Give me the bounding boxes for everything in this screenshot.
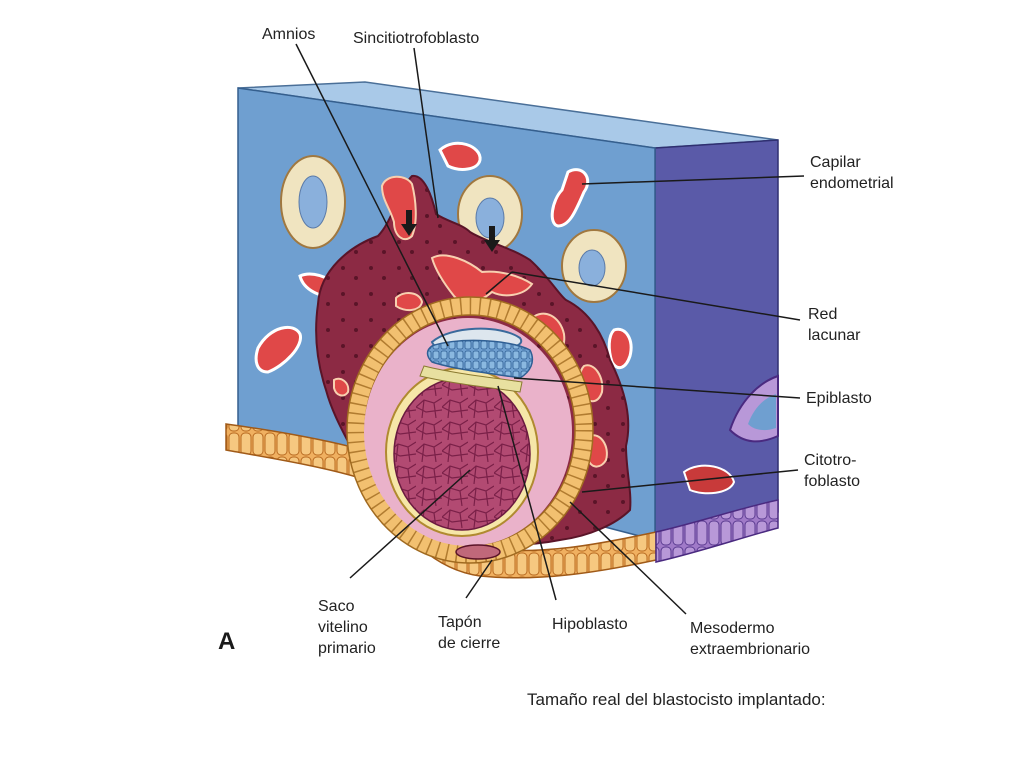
- leader-hipoblasto: [497, 385, 557, 601]
- gland-lumen: [298, 175, 328, 229]
- cytotrophoblast-cells: [347, 297, 593, 563]
- leader-citotrofoblasto: [581, 469, 799, 493]
- hypoblast: [419, 365, 523, 393]
- capillary: [254, 325, 302, 374]
- capillary: [550, 168, 590, 228]
- label-amnios: Amnios: [262, 26, 316, 43]
- lacuna: [395, 292, 424, 312]
- leader-saco-vitelino: [349, 469, 471, 579]
- capillary: [438, 141, 482, 171]
- lacuna: [430, 254, 534, 304]
- leader-mesodermo: [569, 501, 687, 615]
- leader-red-lacunar-1: [511, 271, 801, 321]
- leader-epiblasto: [513, 377, 801, 399]
- primary-yolk-sac: [393, 377, 531, 531]
- side-epithelium: [655, 499, 779, 563]
- arrow-icon: [484, 226, 500, 252]
- arrow-icon: [401, 210, 417, 236]
- leader-sincitiotrofoblasto: [413, 47, 439, 219]
- leader-amnios: [295, 43, 449, 347]
- label-hipoblasto: Hipoblasto: [552, 616, 628, 633]
- lacuna: [333, 377, 350, 397]
- gland-lumen: [578, 249, 606, 287]
- panel-letter: A: [218, 628, 236, 655]
- label-sincitiotrofoblasto: Sincitiotrofoblasto: [353, 30, 480, 47]
- label-citotrofoblasto: Citotro-foblasto: [804, 452, 861, 490]
- leader-capilar: [581, 175, 805, 185]
- leader-lines: [295, 43, 805, 615]
- gland-side-lumen: [748, 394, 776, 431]
- leader-tapon: [465, 559, 493, 599]
- capillary: [607, 327, 633, 370]
- caption: Tamaño real del blastocisto implantado:: [527, 690, 826, 709]
- closing-plug: [455, 544, 501, 560]
- uterine-glands: [280, 155, 779, 443]
- leader-red-lacunar-2: [485, 271, 513, 295]
- label-epiblasto: Epiblasto: [806, 390, 872, 407]
